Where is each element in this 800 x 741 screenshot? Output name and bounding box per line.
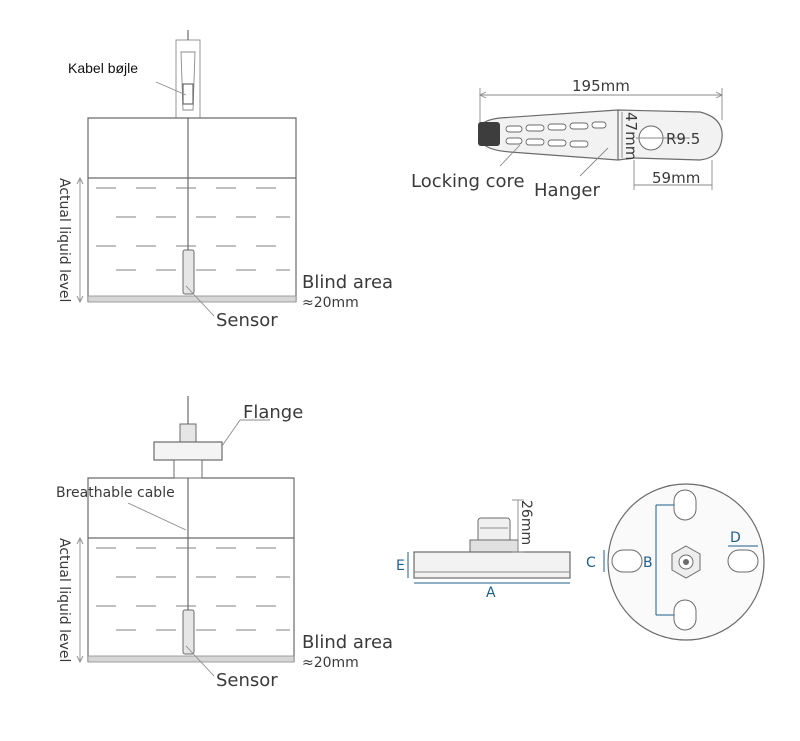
bottom-blind-area-band [87, 655, 295, 663]
top-liquid-dashes [96, 187, 290, 271]
label-hanger: Hanger [534, 180, 600, 201]
letter-d: D [730, 530, 741, 546]
bottom-sensor-body [182, 609, 195, 655]
label-top-sensor: Sensor [216, 310, 278, 331]
flange-plate [153, 441, 223, 461]
top-tank-diagram [76, 30, 297, 317]
bottom-tank-diagram [76, 396, 295, 677]
top-sensor-body [182, 249, 195, 295]
letter-a: A [486, 585, 496, 601]
top-blind-area-band [87, 295, 297, 303]
bottom-sensor-leader [185, 645, 215, 677]
hook-leader-line [155, 81, 187, 96]
top-tank-wall [87, 117, 297, 302]
label-bottom-blind-value: ≈20mm [302, 655, 359, 671]
label-bottom-actual-level: Actual liquid level [56, 538, 72, 662]
locking-core-slots [505, 121, 607, 148]
dim-26mm: 26mm [518, 500, 534, 545]
hanger-detail-drawing [478, 88, 724, 190]
slot-right [727, 549, 759, 573]
letter-e: E [396, 558, 405, 574]
hanger-leader [579, 147, 609, 177]
label-locking-core: Locking core [411, 171, 525, 192]
slot-top [673, 489, 697, 521]
locking-core-leader [499, 144, 521, 167]
letter-b: B [643, 555, 653, 571]
flange-plate-side [413, 551, 571, 579]
locking-core-tip [478, 122, 500, 146]
dim-47mm: 47mm [622, 112, 640, 160]
label-top-actual-level: Actual liquid level [56, 178, 72, 302]
cable-leader [127, 502, 187, 531]
flange-top-view [603, 483, 765, 641]
flange-leader [221, 419, 241, 447]
bottom-tank-wall [87, 477, 295, 662]
label-top-blind-value: ≈20mm [302, 295, 359, 311]
dim-r9-5: R9.5 [666, 130, 700, 148]
bottom-liquid-dashes [96, 547, 290, 631]
dim-59mm: 59mm [652, 169, 700, 187]
label-top-blind-area: Blind area [302, 272, 393, 293]
letter-c: C [586, 555, 596, 571]
hanger-body [481, 109, 723, 161]
cable-hook-icon [180, 51, 196, 111]
dim-195mm: 195mm [572, 77, 630, 95]
slot-left [611, 549, 643, 573]
label-breathable-cable: Breathable cable [56, 485, 175, 501]
flange-side-view [407, 499, 571, 584]
label-bottom-sensor: Sensor [216, 670, 278, 691]
label-flange: Flange [243, 402, 303, 423]
label-cable-hook: Kabel bøjle [68, 60, 138, 76]
flange-gland [179, 423, 197, 443]
flange-neck [173, 459, 203, 479]
label-bottom-blind-area: Blind area [302, 632, 393, 653]
slot-bottom [673, 599, 697, 631]
top-sensor-leader [185, 285, 215, 317]
